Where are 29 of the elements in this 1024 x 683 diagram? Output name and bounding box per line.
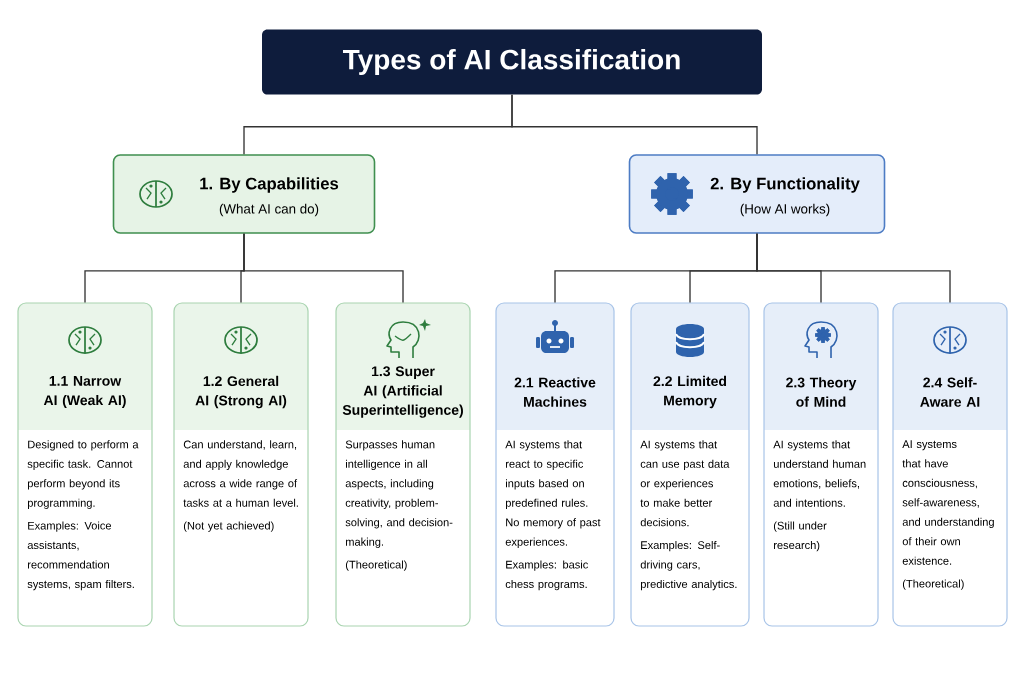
connector-line [243, 233, 404, 304]
card-description: (Not yet achieved) [183, 521, 274, 532]
card-heading: 2.1 Reactive Machines [514, 377, 596, 407]
category-heading: 2. By Functionality [710, 177, 860, 193]
card-description: Can understand, learn, and apply knowledge across a wide range of tasks at a human level. [183, 440, 298, 507]
card-description: Examples: basic chess programs. [505, 560, 588, 591]
category-subtitle: (What AI can do) [219, 203, 319, 217]
card-description: AI systems that understand human emotions, beliefs, and intentions. [773, 440, 866, 507]
card-description: AI systems that can use past data or experiences to make better decisions. [640, 440, 730, 527]
connector-line [756, 233, 951, 304]
card-description: (Still under research) [773, 521, 827, 552]
card-description: Examples: Voice assistants, recommendation systems, spam filters. [27, 521, 134, 591]
category-subtitle: (How AI works) [740, 203, 830, 217]
card-description: (Theoretical) [345, 560, 407, 571]
card-description: Examples: Self-driving cars, predictive analytics. [640, 540, 737, 591]
card-heading: 2.4 Self-Aware AI [920, 377, 980, 407]
card-heading: 1.2 General AI (Strong AI) [195, 375, 287, 409]
card-heading: 2.3 Theory of Mind [786, 377, 857, 407]
card-heading: 1.1 Narrow AI (Weak AI) [43, 376, 126, 408]
card-description: Designed to perform a specific task. Cannot perform beyond its programming. [27, 440, 139, 509]
category-heading: 1. By Capabilities [200, 177, 339, 193]
card-heading: 1.3 Super AI (Artificial Superintelligence) [342, 366, 463, 418]
title-box: Types of AI Classification [262, 29, 762, 95]
card-description: AI systems that have consciousness, self-awareness, and understanding of their own existence. [902, 440, 994, 565]
card-heading: 2.2 Limited Memory [653, 375, 727, 409]
card-description: AI systems that react to specific inputs based on predefined rules. No memory of past experiences. [505, 440, 601, 548]
card-description: (Theoretical) [902, 579, 964, 590]
connector-line [511, 94, 758, 155]
card-description: Surpasses human intelligence in all aspects, including creativity, problem-solving, and decision-making. [345, 440, 453, 548]
